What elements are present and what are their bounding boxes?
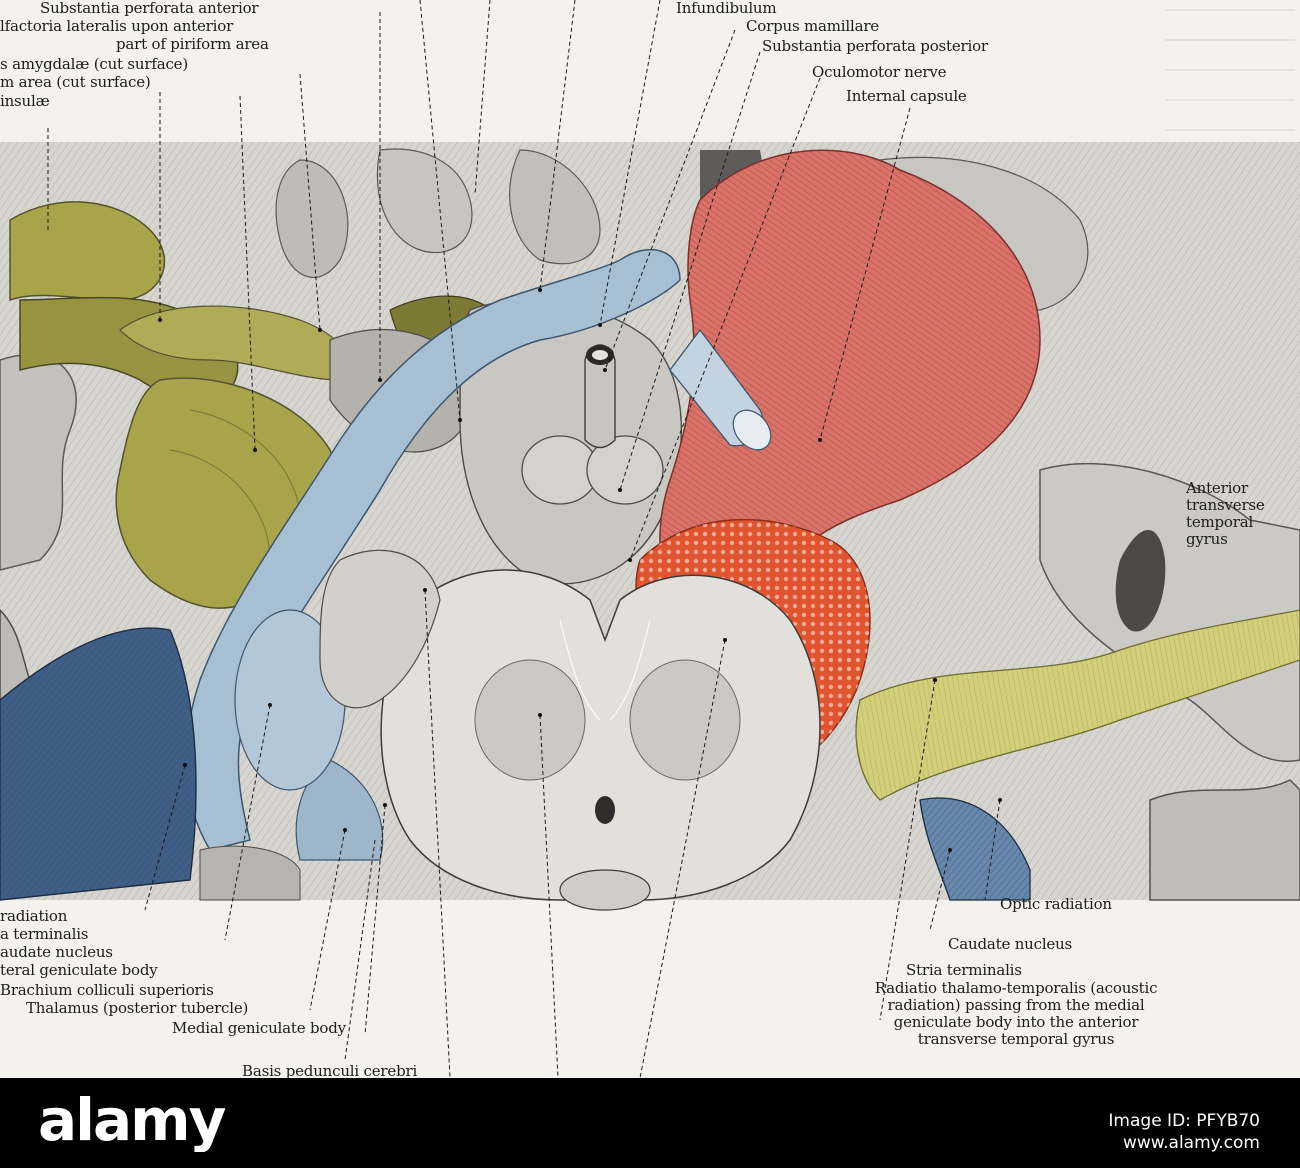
label-brachium-colliculi-superioris: Brachium colliculi superioris (0, 981, 214, 999)
label-anterior-transverse-temporal-gyrus: Anterior transverse temporal gyrus (1186, 479, 1265, 548)
label-oculomotor-nerve: Oculomotor nerve (812, 63, 947, 81)
label-optic-radiation-right: Optic radiation (1000, 895, 1112, 913)
label-insulae: insulæ (0, 92, 50, 110)
label-medial-geniculate-body: Medial geniculate body (172, 1019, 346, 1037)
label-substantia-perforata-posterior: Substantia perforata posterior (762, 37, 988, 55)
alamy-logo: alamy (38, 1088, 228, 1152)
bleed-through-text (1165, 9, 1295, 131)
image-id: Image ID: PFYB70 (1108, 1111, 1260, 1131)
label-infundibulum: Infundibulum (676, 0, 777, 17)
watermark-band (0, 1078, 1300, 1168)
alamy-logo-text: alamy (38, 1088, 226, 1152)
leader-marks (158, 288, 1002, 852)
label-internal-capsule: Internal capsule (846, 87, 967, 105)
label-stria-olfactoria-lateralis: lfactoria lateralis upon anterior (0, 17, 234, 35)
leader-lines (47, 0, 1001, 1079)
label-piriform-area-part: part of piriform area (116, 35, 269, 53)
label-corpus-mamillare: Corpus mamillare (746, 17, 879, 35)
label-stria-terminalis-left: a terminalis (0, 925, 89, 943)
site-url: www.alamy.com (1122, 1133, 1260, 1153)
label-basis-pedunculi-cerebri: Basis pedunculi cerebri (242, 1062, 418, 1080)
label-piriform-area-cut: m area (cut surface) (0, 73, 151, 91)
label-lateral-geniculate-body: teral geniculate body (0, 961, 158, 979)
label-nucleus-amygdalae: s amygdalæ (cut surface) (0, 55, 188, 73)
label-thalamus-posterior-tubercle: Thalamus (posterior tubercle) (26, 999, 249, 1017)
label-caudate-nucleus-left: audate nucleus (0, 943, 113, 961)
label-substantia-perforata-anterior: Substantia perforata anterior (40, 0, 259, 17)
label-caudate-nucleus-right: Caudate nucleus (948, 935, 1073, 953)
label-radiatio-thalamo-temporalis: Radiatio thalamo-temporalis (acoustic ra… (874, 979, 1158, 1048)
label-optic-radiation-left: radiation (0, 907, 68, 925)
label-stria-terminalis-right: Stria terminalis (906, 961, 1022, 979)
illustration-plate (0, 142, 1300, 911)
watermark-info: Image ID: PFYB70 www.alamy.com (1108, 1110, 1260, 1154)
